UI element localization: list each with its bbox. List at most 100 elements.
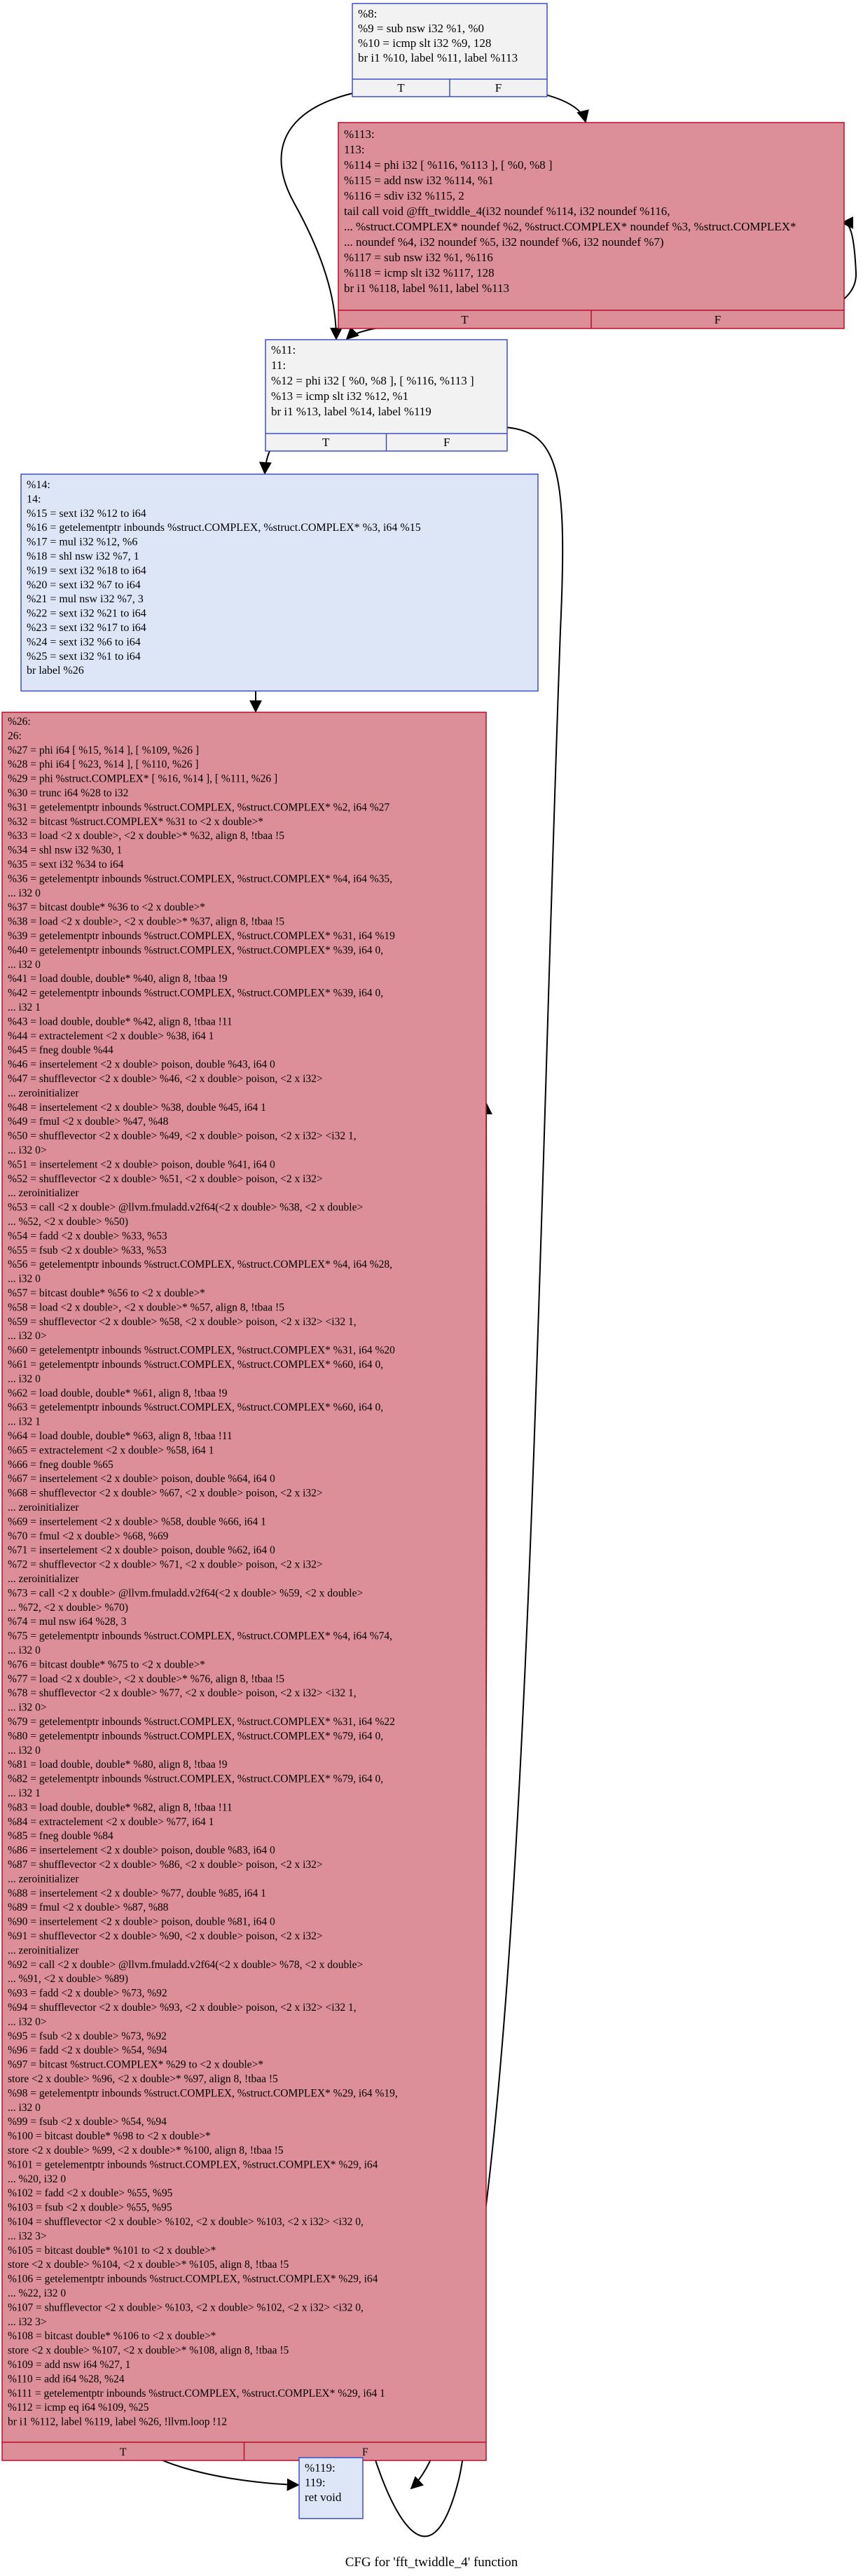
code-line: ... %91, <2 x double> %89) (8, 1973, 128, 1985)
code-line: ... i32 0> (8, 2016, 47, 2028)
code-line: %69 = insertelement <2 x double> %58, do… (8, 1516, 266, 1528)
code-line: %34 = shl nsw i32 %30, 1 (8, 845, 122, 857)
code-line: %37 = bitcast double* %36 to <2 x double… (8, 901, 205, 913)
code-line: %75 = getelementptr inbounds %struct.COM… (8, 1630, 392, 1642)
code-line: %101 = getelementptr inbounds %struct.CO… (8, 2159, 378, 2170)
code-line: store <2 x double> %96, <2 x double>* %9… (8, 2073, 278, 2085)
code-line: %56 = getelementptr inbounds %struct.COM… (8, 1259, 392, 1270)
code-line: %87 = shufflevector <2 x double> %86, <2… (8, 1859, 323, 1871)
code-line: ... i32 0 (8, 1273, 41, 1285)
code-line: tail call void @fft_twiddle_4(i32 nounde… (344, 205, 670, 218)
code-line: %66 = fneg double %65 (8, 1459, 113, 1471)
code-line: ... i32 0> (8, 1144, 47, 1156)
code-line: %47 = shufflevector <2 x double> %46, <2… (8, 1073, 323, 1085)
code-line: %9 = sub nsw i32 %1, %0 (358, 22, 484, 35)
code-line: %28 = phi i64 [ %23, %14 ], [ %110, %26 … (8, 759, 198, 770)
code-line: ... zeroinitializer (8, 1573, 79, 1585)
code-line: %65 = extractelement <2 x double> %58, i… (8, 1444, 214, 1456)
code-line: %72 = shufflevector <2 x double> %71, <2… (8, 1559, 323, 1571)
code-line: ... i32 0 (8, 1644, 41, 1656)
code-line: %68 = shufflevector <2 x double> %67, <2… (8, 1488, 323, 1500)
port-false: F (495, 81, 502, 95)
code-line: ... zeroinitializer (8, 1873, 79, 1885)
code-line: %115 = add nsw i32 %114, %1 (344, 174, 494, 187)
code-line: %46 = insertelement <2 x double> poison,… (8, 1059, 275, 1071)
code-line: br i1 %118, label %11, label %113 (344, 282, 509, 295)
code-line: %62 = load double, double* %61, align 8,… (8, 1387, 228, 1399)
code-line: ... i32 3> (8, 2316, 47, 2328)
code-line: %95 = fsub <2 x double> %73, %92 (8, 2030, 167, 2042)
code-line: 26: (8, 730, 22, 742)
code-line: %31 = getelementptr inbounds %struct.COM… (8, 801, 389, 813)
code-line: %92 = call <2 x double> @llvm.fmuladd.v2… (8, 1959, 363, 1971)
code-line: ... zeroinitializer (8, 1502, 79, 1514)
code-line: %88 = insertelement <2 x double> %77, do… (8, 1888, 266, 1899)
code-line: ... i32 0 (8, 2102, 41, 2114)
code-line: %15 = sext i32 %12 to i64 (27, 508, 146, 520)
code-line: 14: (27, 493, 41, 505)
code-line: ... i32 1 (8, 1787, 41, 1799)
code-line: %16 = getelementptr inbounds %struct.COM… (27, 522, 421, 534)
code-line: %93 = fadd <2 x double> %73, %92 (8, 1988, 167, 2000)
code-line: ... zeroinitializer (8, 1187, 79, 1199)
code-line: %12 = phi i32 [ %0, %8 ], [ %116, %113 ] (271, 374, 474, 387)
code-line: %102 = fadd <2 x double> %55, %95 (8, 2187, 173, 2199)
port-true: T (397, 81, 405, 95)
code-line: %76 = bitcast double* %75 to <2 x double… (8, 1659, 205, 1670)
code-line: %14: (27, 479, 50, 491)
code-line: store <2 x double> %104, <2 x double>* %… (8, 2259, 289, 2271)
code-line: %29 = phi %struct.COMPLEX* [ %16, %14 ],… (8, 773, 277, 785)
code-line: br i1 %10, label %11, label %113 (358, 51, 518, 64)
code-line: %53 = call <2 x double> @llvm.fmuladd.v2… (8, 1202, 363, 1214)
code-line: ... %72, <2 x double> %70) (8, 1602, 128, 1614)
code-line: br i1 %112, label %119, label %26, !llvm… (8, 2416, 227, 2428)
code-line: %98 = getelementptr inbounds %struct.COM… (8, 2087, 398, 2099)
code-line: %106 = getelementptr inbounds %struct.CO… (8, 2273, 378, 2285)
code-line: %80 = getelementptr inbounds %struct.COM… (8, 1730, 383, 1742)
code-line: %10 = icmp slt i32 %9, 128 (358, 36, 491, 50)
code-line: ... i32 0 (8, 1745, 41, 1757)
code-line: %51 = insertelement <2 x double> poison,… (8, 1158, 275, 1170)
code-line: %8: (358, 7, 377, 20)
code-line: %91 = shufflevector <2 x double> %90, <2… (8, 1930, 323, 1942)
code-line: %20 = sext i32 %7 to i64 (27, 579, 141, 591)
code-line: %42 = getelementptr inbounds %struct.COM… (8, 988, 383, 999)
code-line: %104 = shufflevector <2 x double> %102, … (8, 2216, 364, 2228)
code-line: 11: (271, 359, 286, 372)
code-line: %48 = insertelement <2 x double> %38, do… (8, 1102, 266, 1114)
code-line: %108 = bitcast double* %106 to <2 x doub… (8, 2330, 216, 2342)
code-line: %59 = shufflevector <2 x double> %58, <2… (8, 1316, 357, 1328)
code-line: %43 = load double, double* %42, align 8,… (8, 1016, 233, 1027)
code-line: %84 = extractelement <2 x double> %77, i… (8, 1816, 214, 1828)
code-line: %11: (271, 343, 296, 356)
port-false: F (443, 436, 450, 449)
code-line: ... i32 0 (8, 959, 41, 971)
code-line: %61 = getelementptr inbounds %struct.COM… (8, 1359, 383, 1371)
code-line: %70 = fmul <2 x double> %68, %69 (8, 1530, 169, 1542)
code-line: %57 = bitcast double* %56 to <2 x double… (8, 1287, 205, 1299)
code-line: br i1 %13, label %14, label %119 (271, 405, 432, 418)
code-line: %21 = mul nsw i32 %7, 3 (27, 593, 144, 605)
code-line: %50 = shufflevector <2 x double> %49, <2… (8, 1130, 357, 1142)
code-line: %44 = extractelement <2 x double> %38, i… (8, 1030, 214, 1042)
block-8: %8: %9 = sub nsw i32 %1, %0%10 = icmp slt… (352, 3, 548, 97)
code-line: ... zeroinitializer (8, 1087, 79, 1099)
code-line: %36 = getelementptr inbounds %struct.COM… (8, 873, 392, 885)
port-true: T (461, 313, 469, 326)
nodes: %8: %9 = sub nsw i32 %1, %0%10 = icmp slt… (1, 3, 845, 2519)
code-line: %30 = trunc i64 %28 to i32 (8, 787, 128, 799)
code-line: ... i32 0 (8, 887, 41, 899)
code-line: %73 = call <2 x double> @llvm.fmuladd.v2… (8, 1587, 363, 1599)
block-box (20, 473, 539, 692)
code-line: %89 = fmul <2 x double> %87, %88 (8, 1902, 169, 1913)
code-line: ... i32 3> (8, 2230, 47, 2242)
port-true: T (120, 2446, 127, 2458)
code-line: ... i32 0 (8, 1373, 41, 1385)
code-line: ... noundef %4, i32 noundef %5, i32 noun… (344, 235, 664, 249)
code-line: %113: (344, 127, 375, 141)
code-line: %19 = sext i32 %18 to i64 (27, 565, 146, 576)
code-line: br label %26 (27, 665, 84, 677)
code-line: %35 = sext i32 %34 to i64 (8, 859, 124, 871)
code-line: %105 = bitcast double* %101 to <2 x doub… (8, 2245, 216, 2257)
